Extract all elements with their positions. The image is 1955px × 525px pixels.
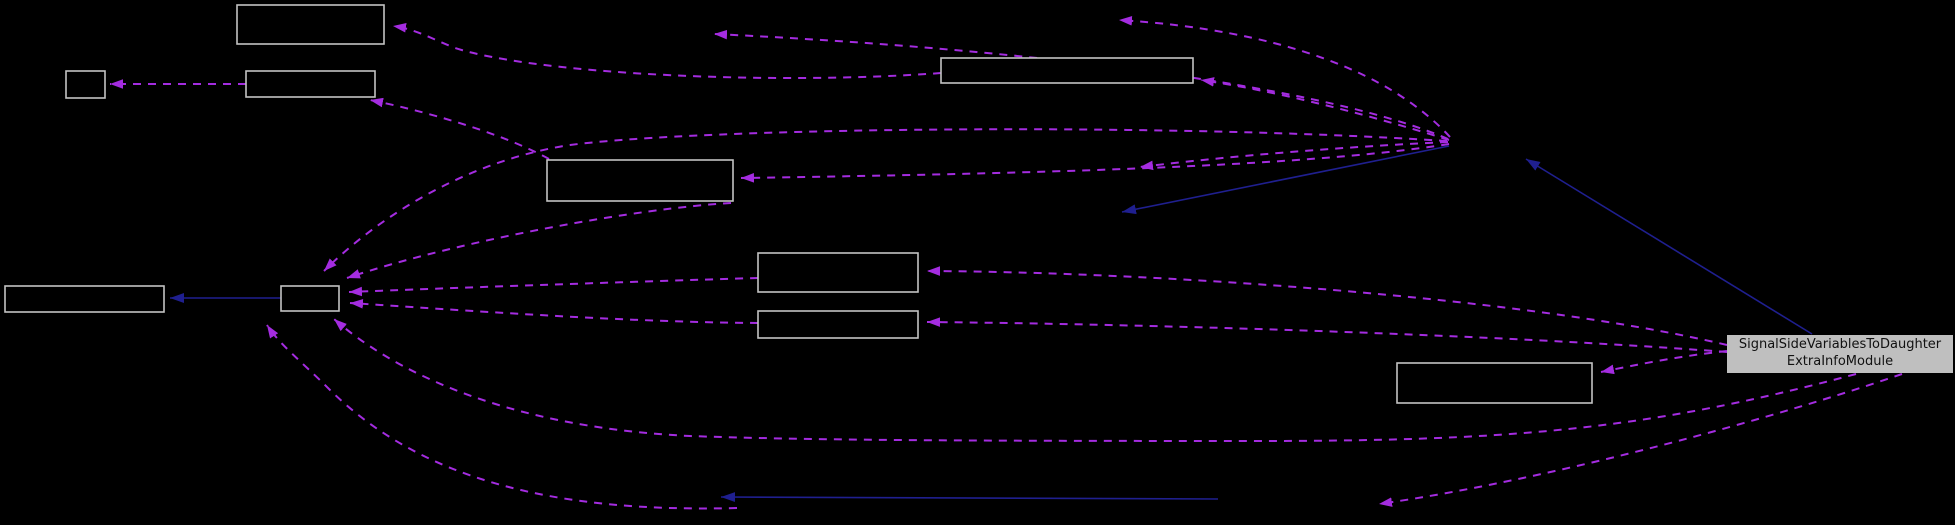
edge-usage-e-g-j bbox=[349, 299, 759, 324]
edge-usage-e-hub-hidden-mid bbox=[1139, 141, 1449, 171]
class-node-box-left-mid[interactable] bbox=[245, 70, 376, 98]
edge-usage-e-usage-a bbox=[392, 23, 942, 79]
edge-usage-e-hub-j bbox=[323, 128, 1448, 272]
edge-usage-e-k-g bbox=[926, 317, 1728, 353]
edge-inheritance-e-inherit-hub bbox=[1121, 145, 1450, 215]
current-class-name-line1: SignalSideVariablesToDaughter bbox=[1738, 337, 1942, 353]
edge-usage-e-d-j bbox=[346, 202, 732, 279]
edge-usage-e-k-h bbox=[1600, 350, 1728, 375]
class-node-box-hub-small[interactable] bbox=[280, 285, 340, 312]
edge-usage-e-f-j bbox=[348, 277, 759, 297]
current-class-name-line2: ExtraInfoModule bbox=[1786, 354, 1894, 369]
edge-usage-e-k-f bbox=[926, 266, 1728, 346]
class-node-box-center-upper[interactable] bbox=[546, 159, 734, 202]
edge-usage-e-k-j-long bbox=[333, 318, 1857, 443]
class-node-box-right-lower[interactable] bbox=[1396, 362, 1593, 404]
edge-usage-e-hub-hidden-top bbox=[1118, 16, 1451, 138]
class-node-box-top-left[interactable] bbox=[236, 4, 385, 45]
edge-inheritance-e-inherit-k-hub bbox=[1525, 158, 1813, 335]
edge-usage-e-usage-c bbox=[369, 97, 550, 160]
current-class-node[interactable]: SignalSideVariablesToDaughter ExtraInfoM… bbox=[1727, 335, 1953, 373]
edges-layer bbox=[110, 16, 1903, 510]
edge-usage-e-hub-d bbox=[740, 143, 1450, 183]
class-node-box-center-1[interactable] bbox=[757, 252, 919, 293]
class-node-box-center-2[interactable] bbox=[757, 310, 919, 339]
nodes-layer bbox=[4, 4, 1593, 404]
edge-usage-e-hub-hidden-up bbox=[713, 29, 1449, 140]
class-node-box-small-left[interactable] bbox=[65, 70, 106, 99]
edge-inheritance-e-inherit-bottom bbox=[720, 492, 1219, 503]
edge-usage-e-hub-e bbox=[1200, 77, 1450, 141]
class-node-box-far-left[interactable] bbox=[4, 285, 165, 313]
edge-usage-e-hidden-j-bot bbox=[266, 324, 738, 510]
class-node-box-top-center[interactable] bbox=[940, 57, 1194, 84]
